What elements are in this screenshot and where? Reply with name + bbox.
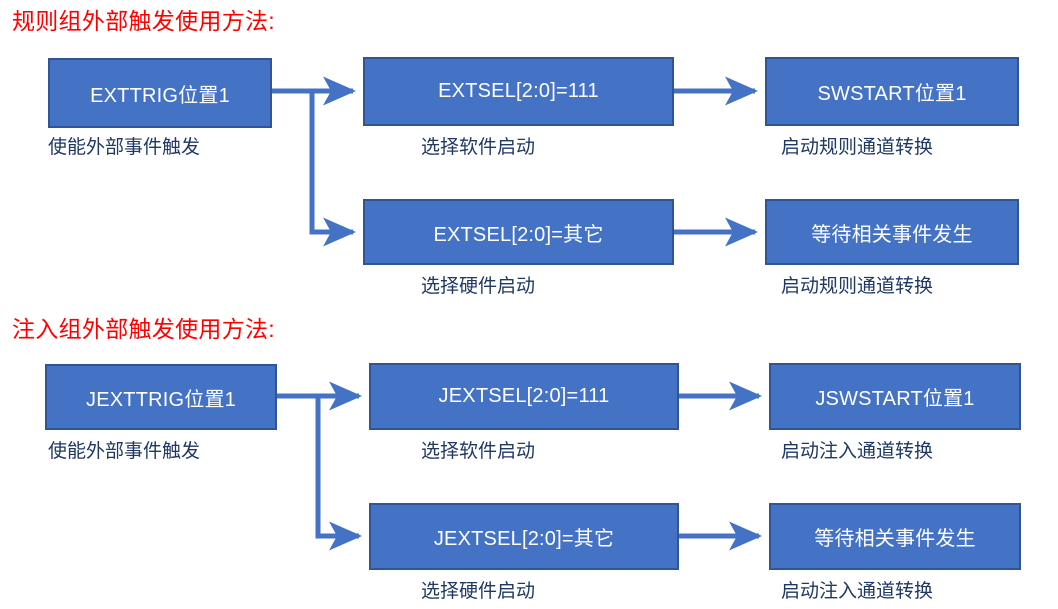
node-jexttrig[interactable]: JEXTTRIG位置1 xyxy=(45,364,277,430)
node-jextsel-111[interactable]: JEXTSEL[2:0]=111 xyxy=(369,363,679,430)
caption-wait-event-injected: 启动注入通道转换 xyxy=(781,581,934,602)
node-jswstart[interactable]: JSWSTART位置1 xyxy=(769,363,1021,430)
caption-extsel-other: 选择硬件启动 xyxy=(421,276,536,297)
connector-jexttrig-branch-to-jextsel-other xyxy=(315,396,362,551)
caption-jextsel-111: 选择软件启动 xyxy=(421,441,536,462)
node-swstart[interactable]: SWSTART位置1 xyxy=(765,57,1019,126)
caption-swstart: 启动规则通道转换 xyxy=(781,137,934,158)
node-wait-event-regular[interactable]: 等待相关事件发生 xyxy=(765,199,1019,265)
caption-exttrig: 使能外部事件触发 xyxy=(48,137,201,158)
node-wait-event-injected[interactable]: 等待相关事件发生 xyxy=(769,503,1021,570)
node-exttrig[interactable]: EXTTRIG位置1 xyxy=(48,58,272,128)
section-title-regular-group: 规则组外部触发使用方法: xyxy=(12,8,275,34)
connector-exttrig-branch-to-extsel-other xyxy=(309,91,356,247)
node-extsel-other[interactable]: EXTSEL[2:0]=其它 xyxy=(363,199,674,265)
node-jextsel-other[interactable]: JEXTSEL[2:0]=其它 xyxy=(369,503,679,570)
caption-jexttrig: 使能外部事件触发 xyxy=(48,441,201,462)
caption-jextsel-other: 选择硬件启动 xyxy=(421,581,536,602)
section-title-injected-group: 注入组外部触发使用方法: xyxy=(12,316,275,342)
node-extsel-111[interactable]: EXTSEL[2:0]=111 xyxy=(363,57,674,126)
caption-wait-event-regular: 启动规则通道转换 xyxy=(781,276,934,297)
caption-jswstart: 启动注入通道转换 xyxy=(781,441,934,462)
caption-extsel-111: 选择软件启动 xyxy=(421,137,536,158)
